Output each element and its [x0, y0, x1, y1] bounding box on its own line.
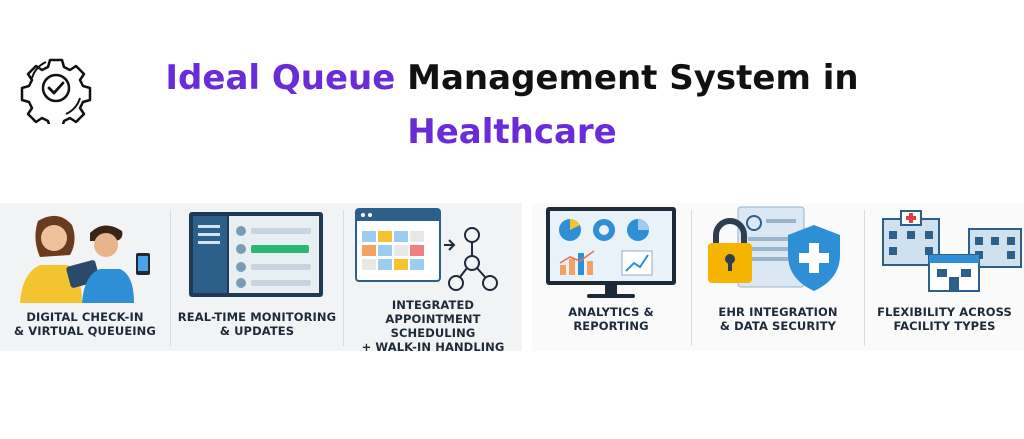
feature-integrated-scheduling: INTEGRATED APPOINTMENT SCHEDULING + WALK…: [344, 203, 522, 354]
title-accent: Ideal Queue: [165, 58, 396, 98]
feature-flexibility: FLEXIBILITY ACROSS FACILITY TYPES: [865, 203, 1024, 351]
feature-line1: INTEGRATED: [391, 298, 475, 312]
feature-line2: & VIRTUAL QUEUEING: [14, 324, 156, 338]
dashboard-illustration: [189, 212, 323, 297]
lock-shield-illustration: [708, 206, 840, 291]
feature-line1: EHR INTEGRATION: [718, 305, 838, 319]
feature-line1: FLEXIBILITY ACROSS: [877, 305, 1012, 319]
analytics-monitor-illustration: [546, 207, 676, 298]
feature-line2: APPOINTMENT SCHEDULING: [385, 312, 481, 340]
page-title-line2: Healthcare: [407, 112, 617, 152]
feature-digital-checkin: DIGITAL CHECK-IN & VIRTUAL QUEUEING: [0, 203, 170, 351]
divider: [343, 210, 344, 346]
title-rest: Management System in: [395, 58, 859, 98]
divider: [170, 210, 171, 346]
people-tablet-illustration: [20, 215, 150, 303]
calendar-network-illustration: [355, 208, 498, 291]
feature-line1: ANALYTICS &: [568, 305, 654, 319]
feature-analytics: ANALYTICS & REPORTING: [532, 203, 690, 351]
feature-line2: & UPDATES: [219, 324, 295, 338]
feature-line2: FACILITY TYPES: [893, 319, 996, 333]
feature-line2: REPORTING: [573, 319, 649, 333]
page-title: Ideal Queue Management System in: [0, 58, 1024, 98]
feature-line2: & DATA SECURITY: [719, 319, 837, 333]
feature-line3: + WALK-IN HANDLING: [361, 340, 505, 354]
feature-realtime-monitoring: REAL-TIME MONITORING & UPDATES: [171, 203, 343, 351]
feature-line1: DIGITAL CHECK-IN: [26, 310, 144, 324]
hospital-buildings-illustration: [882, 210, 1022, 292]
feature-line1: REAL-TIME MONITORING: [177, 310, 337, 324]
feature-ehr-security: EHR INTEGRATION & DATA SECURITY: [692, 203, 864, 351]
divider: [691, 210, 692, 346]
divider: [864, 210, 865, 346]
